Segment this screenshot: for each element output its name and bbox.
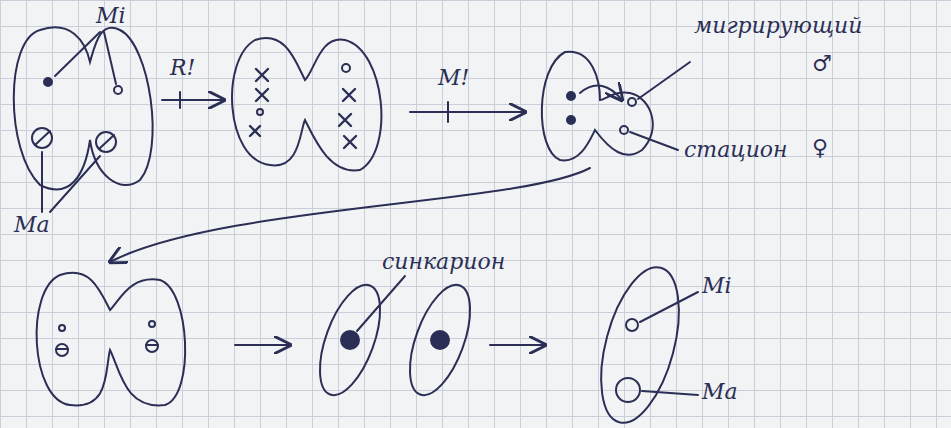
callout-label: стацион — [684, 138, 788, 162]
arrow-label: M! — [438, 66, 469, 90]
sex-symbol: ♂ — [812, 52, 832, 76]
callout-label: синкарион — [382, 250, 505, 274]
nucleus-label: Mi — [702, 274, 732, 298]
cell-pair — [14, 27, 153, 189]
cell-pair — [232, 38, 381, 170]
cell-pair — [37, 273, 186, 406]
arrow-label: R! — [170, 56, 195, 80]
nucleus-label: Ma — [14, 213, 50, 237]
nucleus-label: Mi — [96, 4, 126, 28]
sex-symbol: ♀ — [812, 136, 828, 160]
callout-label: мигрирующий — [694, 14, 862, 38]
cell-pair — [542, 52, 653, 161]
nucleus-label: Ma — [702, 380, 738, 404]
